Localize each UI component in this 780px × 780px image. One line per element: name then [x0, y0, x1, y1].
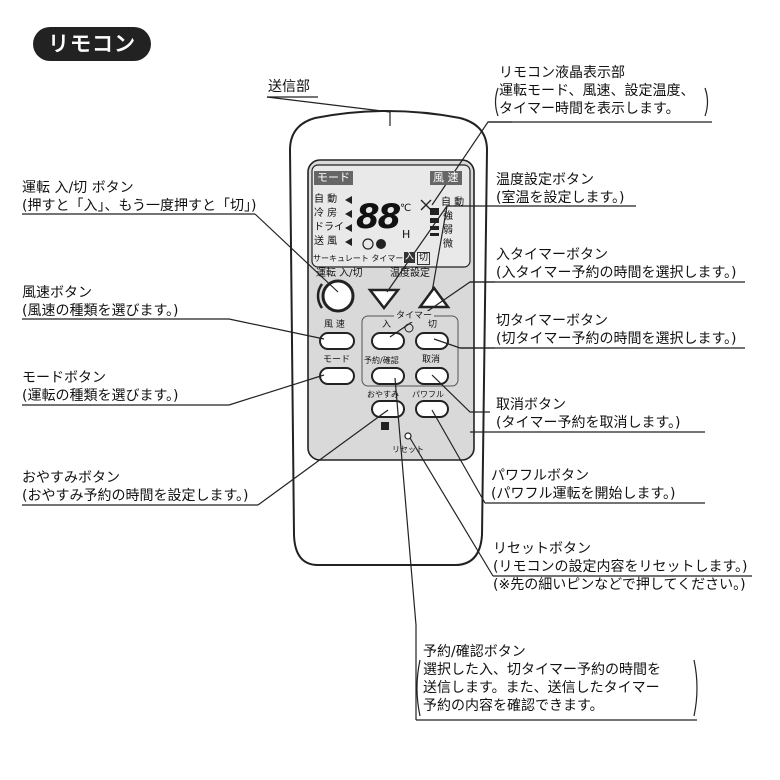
reset-label: リセット	[392, 445, 424, 454]
callout-on-timer: 入タイマーボタン (入タイマー予約の時間を選択します。)	[496, 247, 737, 281]
callout-rules	[22, 96, 752, 721]
lcd-fan-weak: 弱	[443, 225, 453, 236]
reserve-confirm-button	[371, 367, 405, 385]
power-label: 運転 入/切	[316, 268, 363, 279]
temp-down-button	[367, 288, 401, 311]
on-timer-button	[371, 332, 405, 350]
callout-transmitter: 送信部	[268, 79, 310, 95]
mode-button-label: モード	[323, 355, 351, 365]
sleep-icon	[381, 422, 389, 430]
power-button	[321, 279, 355, 313]
callout-lcd: リモコン液晶表示部 運転モード、風速、設定温度、 タイマー時間を表示します。	[499, 65, 695, 117]
on-button-label: 入	[382, 320, 392, 330]
lcd-mode-tag: モード	[314, 171, 353, 185]
callout-temp: 温度設定ボタン (室温を設定します。)	[496, 172, 625, 206]
callout-power: 運転 入/切 ボタン (押すと「入」、もう一度押すと「切」)	[22, 180, 257, 214]
lcd-fan-micro: 微	[443, 239, 453, 250]
fan-button-label: 風 速	[324, 320, 345, 330]
lcd-fan-auto: 自 動	[441, 197, 465, 208]
reset-pinhole	[404, 432, 412, 440]
fan-icon	[420, 199, 432, 211]
callout-powerful: パワフルボタン (パワフル運転を開始します。)	[491, 468, 676, 502]
off-timer-button	[415, 332, 449, 350]
sleep-button	[371, 400, 405, 418]
lcd-temperature-digits: 88	[356, 197, 401, 237]
callout-reserve: 予約/確認ボタン 選択した入、切タイマー予約の時間を 送信します。また、送信した…	[423, 644, 661, 714]
lcd-timer-on-tag: 入	[404, 252, 416, 263]
sleep-mode-icon	[376, 239, 386, 249]
timer-group-label: タイマー	[394, 311, 435, 322]
lcd-timer-off-tag: 切	[417, 252, 431, 265]
lcd-celsius: ℃	[400, 203, 412, 214]
lcd-timer-text: サーキュレート タイマー	[313, 254, 404, 263]
fan-level-bars	[430, 208, 439, 236]
callout-mode: モードボタン (運転の種類を選びます。)	[22, 370, 179, 404]
lcd-mode-dry: ドライ	[314, 222, 344, 233]
lcd-fan-strong: 強	[443, 211, 453, 222]
fan-speed-button	[319, 332, 355, 350]
lcd-mode-auto: 自 動	[314, 194, 338, 205]
clock-icon	[362, 238, 374, 250]
lcd-h-mark: H	[402, 228, 411, 241]
temp-label: 温度設定	[390, 268, 430, 279]
powerful-button-label: パワフル	[412, 390, 444, 399]
mode-button	[319, 367, 355, 385]
callout-reset: リセットボタン (リモコンの設定内容をリセットします。) (※先の細いピンなどで…	[493, 541, 748, 593]
callout-cancel: 取消ボタン (タイマー予約を取消します。)	[496, 397, 681, 431]
lcd-mode-fan: 送 風	[314, 236, 338, 247]
mode-wedges	[345, 196, 352, 246]
off-button-label: 切	[428, 320, 438, 330]
powerful-button	[415, 400, 449, 418]
callout-sleep: おやすみボタン (おやすみ予約の時間を設定します。)	[22, 470, 249, 504]
callout-off-timer: 切タイマーボタン (切タイマー予約の時間を選択します。)	[496, 313, 737, 347]
cancel-button	[415, 367, 449, 385]
cancel-button-label: 取消	[422, 355, 441, 365]
reserve-button-label: 予約/確認	[364, 356, 399, 365]
callout-fan: 風速ボタン (風速の種類を選びます。)	[22, 285, 179, 319]
section-title: リモコン	[33, 27, 151, 61]
lcd-mode-cool: 冷 房	[314, 208, 338, 219]
sleep-button-label: おやすみ	[367, 390, 399, 399]
lcd-fan-tag: 風 速	[430, 171, 462, 185]
